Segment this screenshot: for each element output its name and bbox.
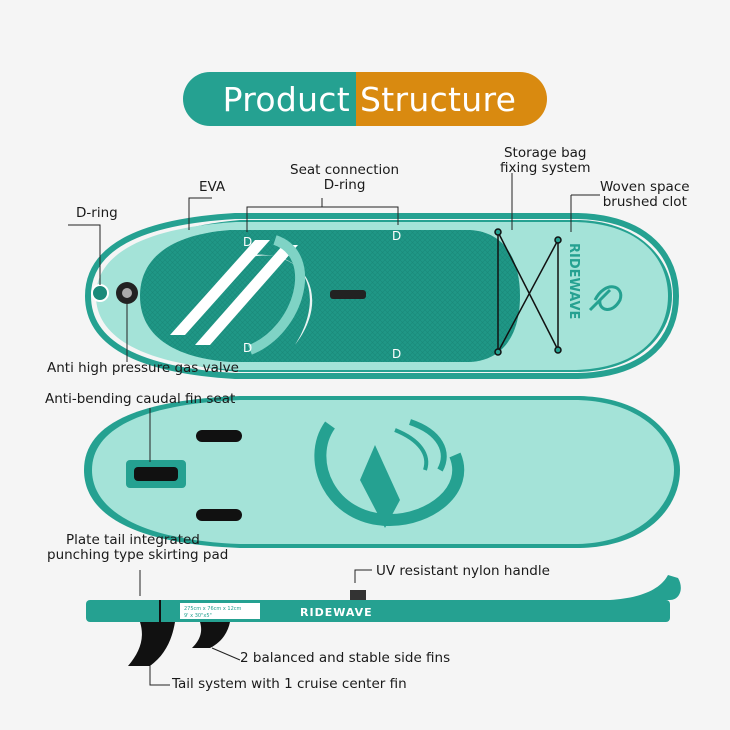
- label-valve: Anti high pressure gas valve: [47, 360, 239, 376]
- brand-logo-top: RIDEWAVE: [566, 243, 581, 319]
- side-fin-box: [196, 509, 242, 521]
- label-handle: UV resistant nylon handle: [376, 563, 550, 579]
- label-plate-tail: Plate tail integrated punching type skir…: [47, 532, 229, 563]
- board-top: D D D D RIDEWAVE: [84, 213, 680, 379]
- d-ring-icon: D: [243, 235, 252, 249]
- side-fin: [192, 622, 230, 648]
- label-eva: EVA: [199, 179, 226, 195]
- leader-lines: [68, 173, 600, 686]
- tail-d-ring-icon: [91, 284, 109, 302]
- side-fin-box: [196, 430, 242, 442]
- label-fin-seat: Anti-bending caudal fin seat: [45, 391, 236, 407]
- label-d-ring: D-ring: [76, 205, 118, 221]
- spec-size-imperial: 9' x 30"x5": [184, 613, 212, 619]
- center-fin: [128, 622, 175, 666]
- d-ring-icon: D: [392, 229, 401, 243]
- title-part-1: Product: [183, 72, 356, 126]
- label-tail-system: Tail system with 1 cruise center fin: [172, 676, 407, 692]
- center-handle: [330, 290, 366, 299]
- spec-size-metric: 275cm x 76cm x 12cm: [184, 606, 242, 612]
- label-storage-bag: Storage bag fixing system: [500, 145, 591, 176]
- d-ring-icon: D: [392, 347, 401, 361]
- side-handle: [350, 590, 366, 600]
- title-pill: Product Structure: [183, 72, 547, 126]
- title-part-2: Structure: [356, 72, 547, 126]
- label-side-fins: 2 balanced and stable side fins: [240, 650, 451, 666]
- bungee-cords: [494, 228, 562, 356]
- brand-logo-side: RIDEWAVE: [300, 606, 373, 619]
- label-woven-space: Woven space brushed clot: [600, 179, 690, 210]
- label-seat-connection: Seat connection D-ring: [290, 162, 400, 193]
- d-ring-icon: D: [243, 341, 252, 355]
- board-bottom: [84, 396, 680, 548]
- spec-label: [180, 603, 260, 619]
- board-side: 275cm x 76cm x 12cm 9' x 30"x5" RIDEWAVE: [86, 575, 681, 666]
